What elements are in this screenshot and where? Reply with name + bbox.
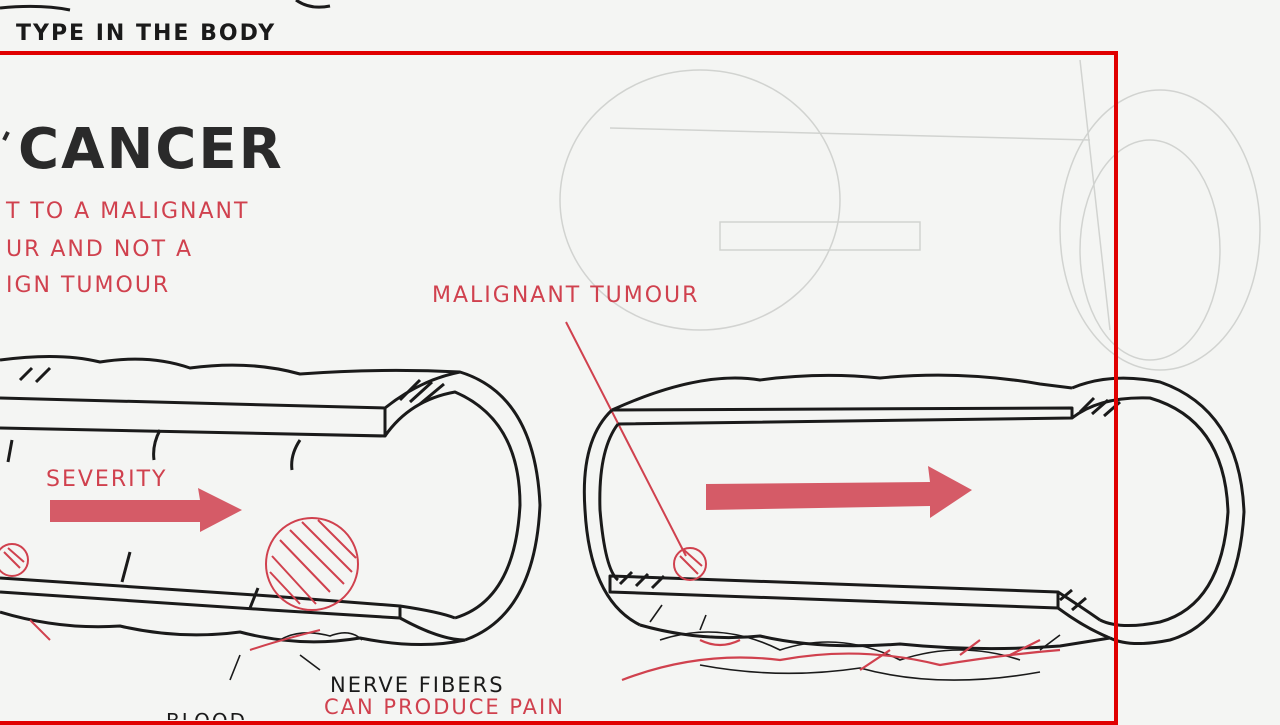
severity-arrow <box>50 488 242 532</box>
pain-label: CAN PRODUCE PAIN <box>324 695 565 719</box>
note-line-3: IGN TUMOUR <box>6 273 170 298</box>
note-line-2: UR AND NOT A <box>6 237 193 262</box>
page-title: CANCER <box>18 117 284 182</box>
bottom-fragment-text: BLOOD <box>166 709 247 720</box>
severity-label: SEVERITY <box>46 467 167 492</box>
nerve-fibers-label: NERVE FIBERS <box>330 673 505 697</box>
nerve-fibers-right <box>650 605 1060 680</box>
faint-background-sketch <box>560 60 1260 370</box>
malignant-pointer-line <box>566 322 686 556</box>
malignant-tumour-label: MALIGNANT TUMOUR <box>432 283 699 308</box>
right-vessel <box>584 375 1244 648</box>
benign-tumour-circle <box>266 518 358 610</box>
top-fragment-text: TYPE IN THE BODY <box>16 21 276 46</box>
small-tumour-left <box>0 544 28 576</box>
progression-arrow <box>706 466 972 518</box>
malignant-tumour-circle <box>674 548 706 580</box>
note-line-1: T TO A MALIGNANT <box>5 199 249 224</box>
